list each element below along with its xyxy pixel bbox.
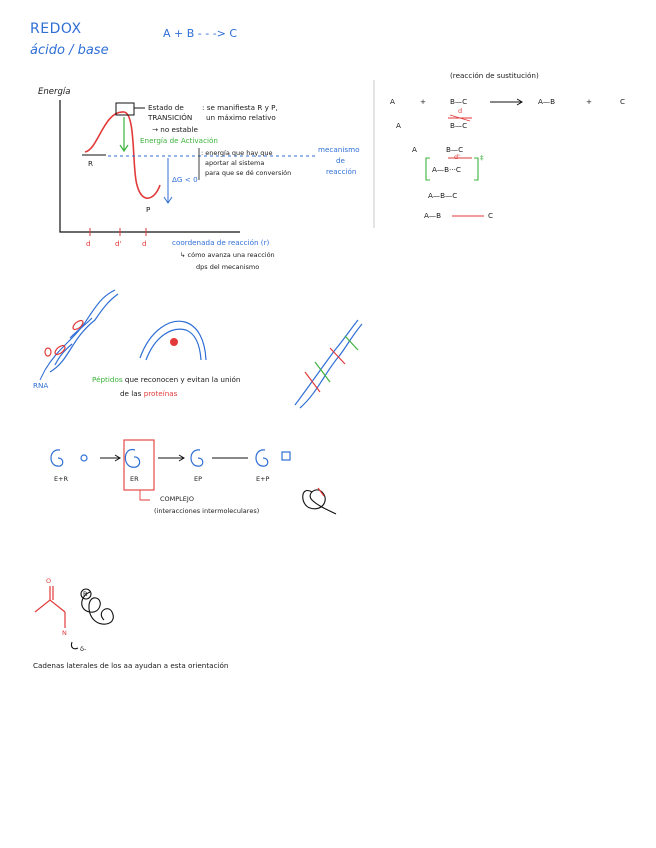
ts-desc-line2: un máximo relativo xyxy=(206,113,276,122)
activation-note-line3: para que se dé conversión xyxy=(205,169,292,177)
sub-row5: A—B—C xyxy=(428,191,458,200)
sub-row1-plus2: + xyxy=(586,97,593,106)
x-tick-d1: d xyxy=(86,239,91,248)
mechanism-line3: reacción xyxy=(326,167,357,176)
activation-energy-label: Energía de Activación xyxy=(140,136,218,145)
proteins-prefix: de las xyxy=(120,389,144,398)
acid-base-heading: ácido / base xyxy=(30,43,109,58)
dna-helix-arc xyxy=(139,320,207,361)
sub-row3-bc: B—C xyxy=(446,145,464,154)
ts-desc-line1: : se manifiesta R y P, xyxy=(202,103,278,112)
sub-row3-d: d' xyxy=(454,153,460,161)
redox-heading: REDOX xyxy=(30,21,82,37)
oxygen-label: O xyxy=(46,577,52,585)
peptides-word: Péptidos xyxy=(92,375,123,384)
e-plus-p: E+P xyxy=(256,475,270,483)
sub-row1-ab: A—B xyxy=(538,97,556,106)
x-tick-d3: d xyxy=(142,239,147,248)
sub-row6-c: C xyxy=(488,211,494,220)
product-label: P xyxy=(146,205,151,214)
activation-note-line1: : energía que hay que xyxy=(201,149,273,157)
sub-row1-a: A xyxy=(390,97,395,106)
ts-unstable: → no estable xyxy=(152,125,198,134)
nitrogen-label: N xyxy=(62,629,67,637)
x-note-line1: ↳ cómo avanza una reacción xyxy=(180,251,275,259)
x-axis-label: coordenada de reacción (r) xyxy=(172,238,270,247)
general-reaction: A + B - - -> C xyxy=(163,27,238,40)
sub-row3-a: A xyxy=(412,145,417,154)
ts-label-line1: Estado de xyxy=(148,103,184,112)
bound-protein xyxy=(170,338,178,346)
sub-row1-c: C xyxy=(620,97,626,106)
protein-squiggle xyxy=(302,489,337,515)
transition-state-box xyxy=(115,102,135,116)
protein-squiggle-bottom xyxy=(70,588,114,650)
dna-helix-right xyxy=(294,319,363,409)
sub-row2-d: d xyxy=(458,107,463,115)
x-note-line2: dps del mecanismo xyxy=(196,263,260,271)
delta-minus-label: δ- xyxy=(80,645,87,653)
sub-row1-bc: B—C xyxy=(450,97,468,106)
x-tick-d2: d' xyxy=(115,239,122,248)
side-chain-note: Cadenas laterales de los aa ayudan a est… xyxy=(33,661,229,670)
energy-curve xyxy=(84,111,161,199)
dagger-symbol: ‡ xyxy=(480,153,484,162)
er-complex: ER xyxy=(130,475,139,483)
reactant-label: R xyxy=(88,159,93,168)
substitution-arrow xyxy=(490,98,523,106)
delta-g-arrow xyxy=(163,158,173,204)
e-plus-r: E+R xyxy=(54,475,69,483)
enzyme-diagram xyxy=(50,449,291,468)
complex-label: COMPLEJO xyxy=(160,495,194,503)
peptides-line1: Péptidos que reconocen y evitan la unión xyxy=(92,376,240,383)
peptides-line2: de las proteínas xyxy=(120,390,177,397)
activation-note-line2: aportar al sistema xyxy=(205,159,265,167)
r-group-label: R xyxy=(83,590,88,598)
sub-row2-bc: B—C xyxy=(450,121,468,130)
rna-label: RNA xyxy=(33,381,49,390)
transition-bracket xyxy=(425,157,479,181)
substitution-title: (reacción de sustitución) xyxy=(450,71,539,80)
sub-row1-plus: + xyxy=(420,97,427,106)
ep-complex: EP xyxy=(194,475,203,483)
peptides-text: que reconocen y evitan la unión xyxy=(122,375,241,384)
mechanism-line1: mecanismo xyxy=(318,145,360,154)
sub-row6-ab: A—B xyxy=(424,211,442,220)
mechanism-line2: de xyxy=(336,156,345,165)
activation-arrow xyxy=(119,117,129,153)
delta-g-label: ΔG < 0 xyxy=(172,175,198,184)
energy-axes xyxy=(59,100,240,233)
dna-helix-left xyxy=(44,289,119,373)
energy-axis-label: Energía xyxy=(38,87,71,97)
complex-box xyxy=(123,439,155,491)
complex-desc: (interacciones intermoleculares) xyxy=(154,507,260,515)
ts-label-line2: TRANSICIÓN xyxy=(148,113,193,122)
transition-complex: A—B···C xyxy=(432,165,461,174)
amino-acid-structure xyxy=(34,586,66,628)
sub-row2-a: A xyxy=(396,121,401,130)
proteins-word: proteínas xyxy=(143,389,178,398)
